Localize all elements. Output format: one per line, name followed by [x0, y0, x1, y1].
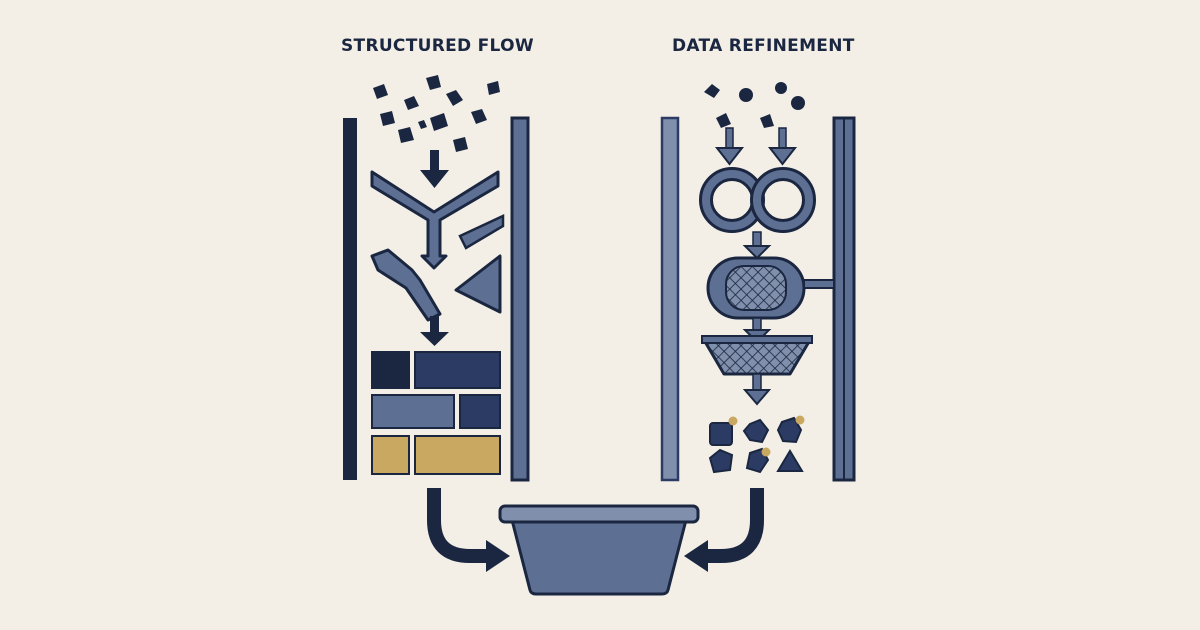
down-arrow-icon [767, 127, 798, 166]
left-wall-outer [343, 118, 357, 480]
right-wall-inner [660, 116, 680, 482]
chute-icon [370, 248, 442, 322]
collection-area [427, 488, 764, 596]
down-arrow-icon [742, 373, 772, 406]
curved-arrow-icon [706, 488, 764, 563]
mesh-filter-capsule-icon [706, 256, 806, 320]
connector-pipe [803, 279, 835, 289]
scattered-fragments-icon [373, 75, 500, 152]
twin-rings-icon [699, 167, 816, 233]
highlight-dots [728, 415, 805, 457]
sorted-shapes-icon [708, 416, 804, 474]
data-refinement-title: DATA REFINEMENT [672, 36, 855, 56]
mesh-basket-icon [701, 335, 813, 376]
left-wall-inner [510, 116, 530, 482]
structured-flow-title: STRUCTURED FLOW [341, 36, 534, 56]
down-arrow-icon [742, 231, 772, 260]
y-funnel-icon [370, 170, 500, 270]
triangle-icon [454, 254, 502, 314]
down-arrow-icon [420, 150, 449, 188]
data-refinement-panel [660, 82, 856, 482]
down-arrow-icon [714, 127, 745, 166]
arrowhead-icon [486, 540, 510, 572]
curved-arrow-icon [427, 488, 488, 563]
down-arrow-icon [420, 316, 449, 346]
wedge-icon [458, 214, 505, 250]
collection-tub-icon [498, 504, 700, 596]
brick-blocks-icon [371, 351, 501, 475]
scattered-fragments-icon [704, 82, 805, 128]
structured-flow-panel [343, 75, 530, 482]
arrowhead-icon [684, 540, 708, 572]
